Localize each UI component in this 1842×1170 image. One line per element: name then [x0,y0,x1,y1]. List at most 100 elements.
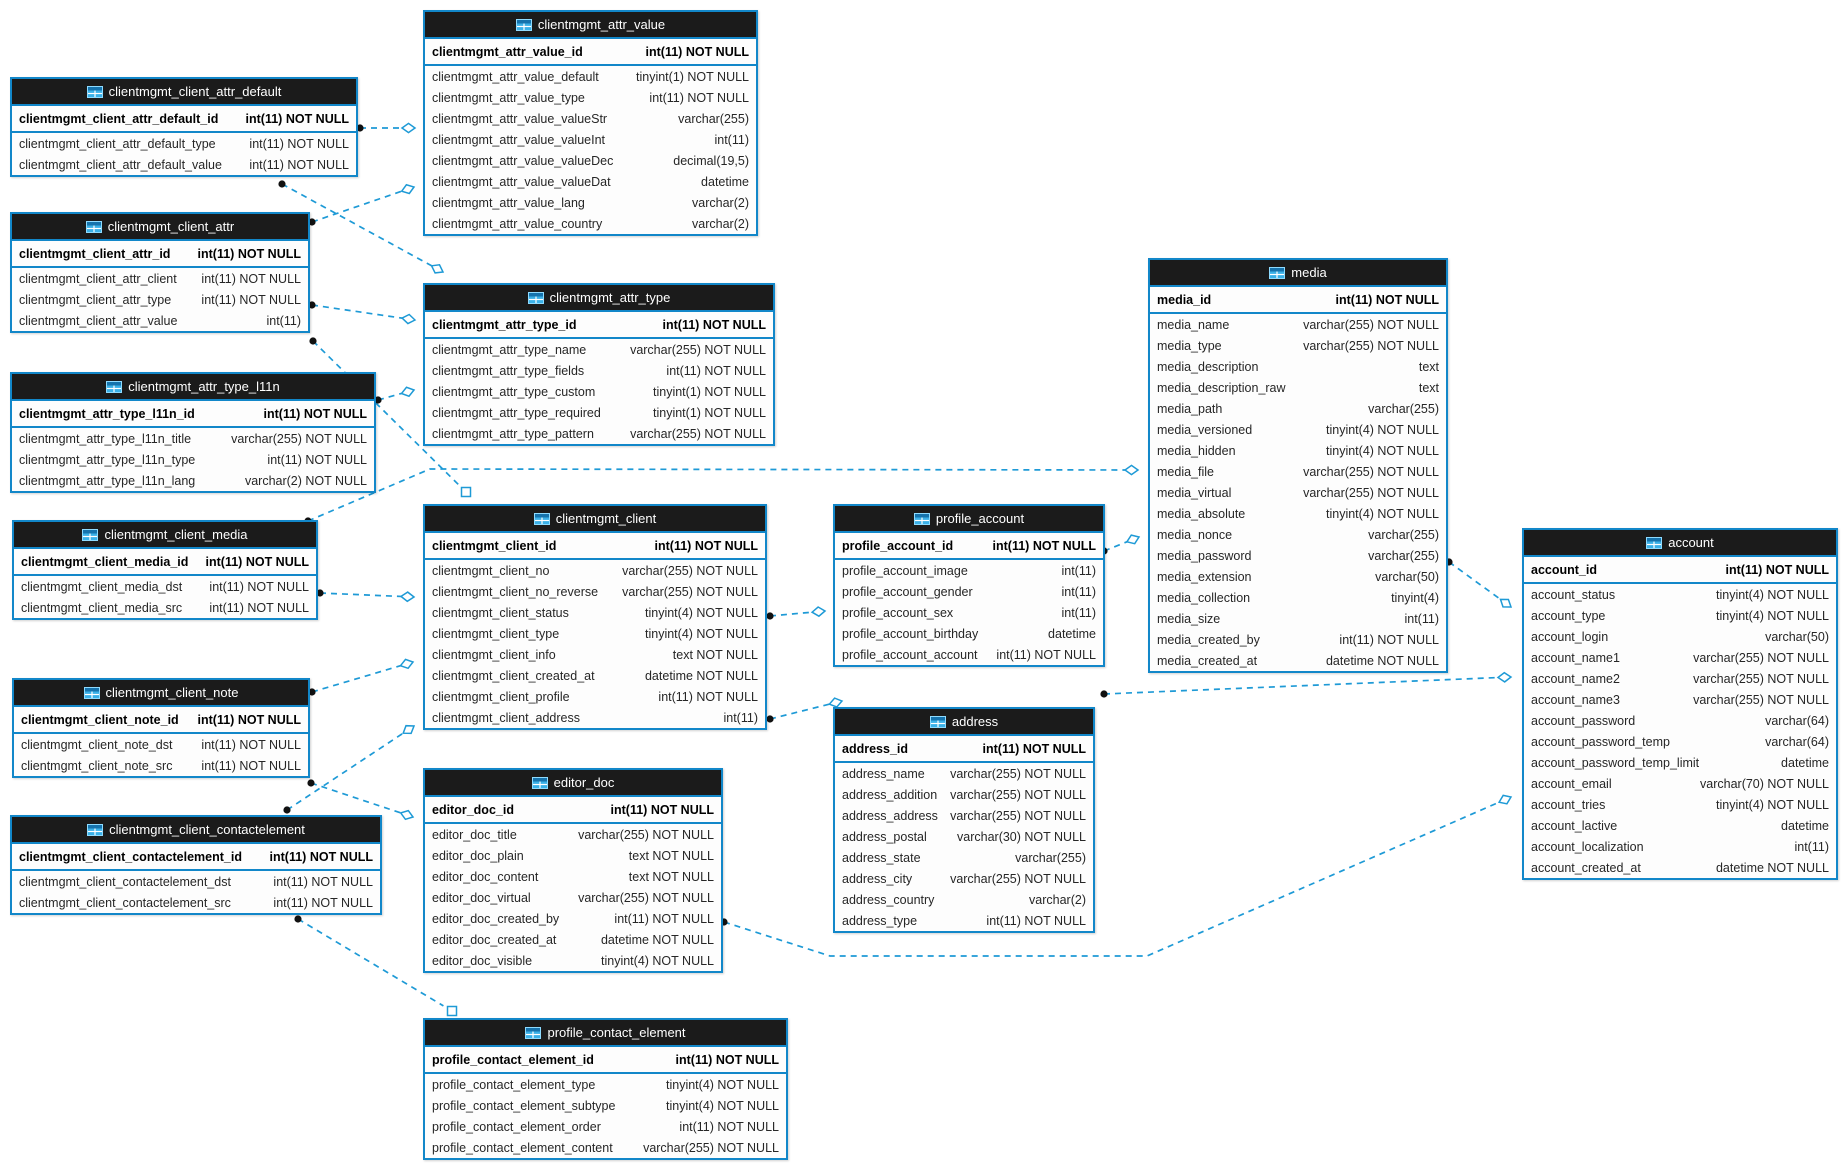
column-name: address_type [842,913,918,928]
column-name: clientmgmt_attr_value_type [432,90,585,105]
table-header[interactable]: clientmgmt_attr_type_l11n [12,374,374,401]
column-type: varchar(255) NOT NULL [630,342,766,357]
column-name: account_login [1531,629,1609,644]
column-type: int(11) NOT NULL [249,136,349,151]
column-name: media_collection [1157,590,1251,605]
column-type: tinyint(4) NOT NULL [666,1098,779,1113]
pk-column-name: clientmgmt_client_contactelement_id [19,849,242,864]
column-type: varchar(255) NOT NULL [950,808,1086,823]
connector-diamond-icon [430,263,445,274]
column-name: clientmgmt_client_profile [432,689,570,704]
column-type: tinyint(4) NOT NULL [1326,422,1439,437]
table-icon [913,512,930,525]
table-title-label: clientmgmt_attr_type [549,290,671,305]
table-header[interactable]: profile_contact_element [425,1020,786,1047]
table-header[interactable]: clientmgmt_client [425,506,765,533]
table-clientmgmt_attr_type[interactable]: clientmgmt_attr_type clientmgmt_attr_type… [423,283,775,446]
column-type: varchar(255) NOT NULL [578,890,714,905]
table-clientmgmt_attr_value[interactable]: clientmgmt_attr_value clientmgmt_attr_val… [423,10,758,236]
table-header[interactable]: clientmgmt_client_media [14,522,316,549]
table-header[interactable]: clientmgmt_client_contactelement [12,817,380,844]
table-header[interactable]: media [1150,260,1446,287]
table-header[interactable]: clientmgmt_client_attr [12,214,308,241]
column-type: varchar(2) [692,195,749,210]
table-header[interactable]: clientmgmt_client_note [14,680,308,707]
table-header[interactable]: account [1524,530,1836,557]
table-header[interactable]: clientmgmt_attr_type [425,285,773,312]
table-header[interactable]: clientmgmt_client_attr_default [12,79,356,106]
table-title-label: clientmgmt_client [555,511,657,526]
pk-column-type: int(11) NOT NULL [654,538,758,553]
column-name: media_extension [1157,569,1252,584]
column-type: tinyint(4) NOT NULL [601,953,714,968]
column-name: account_email [1531,776,1612,791]
column-type: datetime [1781,818,1829,833]
table-header[interactable]: profile_account [835,506,1103,533]
column-name: clientmgmt_attr_type_l11n_lang [19,473,196,488]
connector-diamond-icon [1496,671,1513,683]
table-icon [525,1026,542,1039]
table-header[interactable]: address [835,709,1093,736]
table-header[interactable]: editor_doc [425,770,721,797]
column-name: clientmgmt_client_status [432,605,569,620]
column-name: clientmgmt_attr_value_valueStr [432,111,608,126]
table-title-label: clientmgmt_client_attr [107,219,235,234]
relationship-line-attr_type_l11n-to-attr_type [377,392,402,401]
connector-diamond-icon [400,122,417,134]
table-icon [87,823,104,836]
column-name: account_password_temp_limit [1531,755,1700,770]
column-name: clientmgmt_attr_value_valueInt [432,132,606,147]
column-type: varchar(255) NOT NULL [1303,485,1439,500]
column-type: varchar(255) NOT NULL [1303,317,1439,332]
connector-square-icon [446,1005,458,1017]
table-header[interactable]: clientmgmt_attr_value [425,12,756,39]
column-type: tinyint(1) NOT NULL [653,405,766,420]
column-type: tinyint(4) NOT NULL [1716,608,1829,623]
relationship-line-client_note-to-editor_doc [310,782,401,814]
column-type: tinyint(4) NOT NULL [1326,443,1439,458]
column-name: media_type [1157,338,1222,353]
column-type: text [1418,359,1439,374]
table-icon [929,715,946,728]
connector-dot-icon [1100,690,1108,698]
pk-column-type: int(11) NOT NULL [992,538,1096,553]
column-name: media_created_by [1157,632,1260,647]
column-name: media_virtual [1157,485,1232,500]
column-type: int(11) NOT NULL [273,895,373,910]
